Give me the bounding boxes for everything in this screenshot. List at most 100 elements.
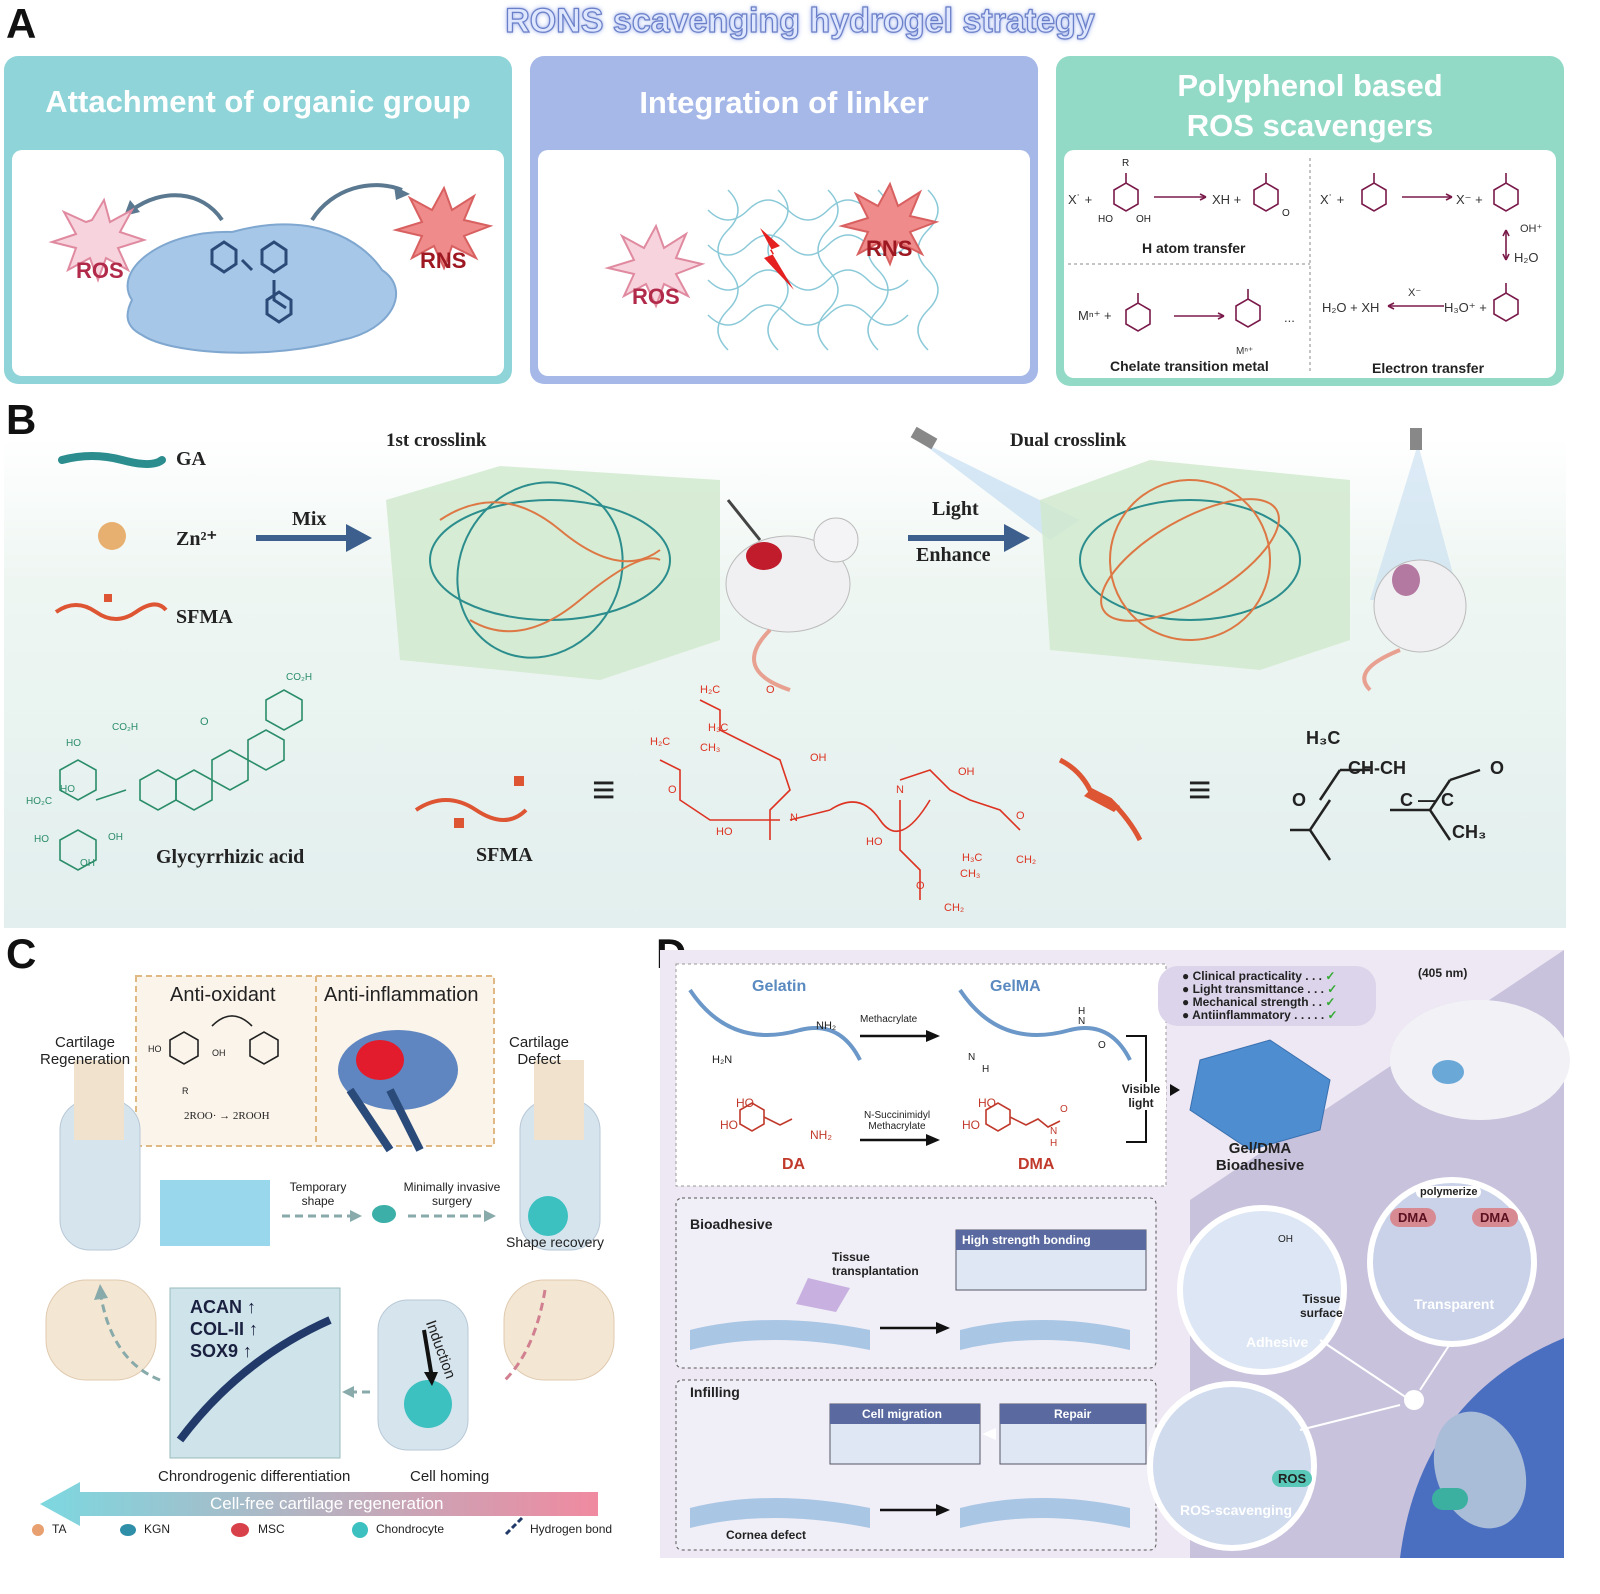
- metal-ion-chelated: Mⁿ⁺: [1236, 346, 1254, 357]
- dma-right-badge: DMA: [1472, 1208, 1518, 1227]
- infilling-label: Infilling: [690, 1384, 740, 1400]
- temp-line2: shape: [301, 1194, 335, 1208]
- sfma-structure-label: SFMA: [476, 844, 533, 866]
- x-radical-2: X˙ +: [1320, 192, 1345, 207]
- high-strength-bonding-label: High strength bonding: [962, 1233, 1091, 1247]
- nsucc-line1: N-Succinimidyl: [863, 1110, 931, 1121]
- rns-label: RNS: [420, 248, 467, 273]
- box-linker-title: Integration of linker: [639, 85, 929, 120]
- tissue-surface-line2: surface: [1300, 1306, 1343, 1320]
- sfma-h3c-1: H₃C: [708, 722, 729, 734]
- cartilage-defect-label: Cartilage Defect: [494, 1034, 584, 1068]
- gelatin-h2n: H₂N: [712, 1054, 733, 1066]
- box-attachment-body: ROS RNS: [12, 150, 504, 376]
- dual-crosslink-label: Dual crosslink: [1010, 430, 1127, 451]
- cart-regen-line2: Regeneration: [40, 1051, 131, 1068]
- chem-h3c: H₃C: [1306, 728, 1341, 748]
- chem-ch-ch: CH-CH: [1348, 758, 1406, 778]
- cart-regen-line1: Cartilage: [54, 1034, 116, 1051]
- da-ho-2: HO: [720, 1118, 738, 1132]
- cell-free-regeneration-label: Cell-free cartilage regeneration: [210, 1494, 444, 1513]
- sfma-n-1: N: [790, 812, 798, 824]
- methacrylate-label: Methacrylate: [860, 1014, 918, 1025]
- sfma-ho-1: HO: [716, 826, 733, 838]
- da-nh2: NH₂: [810, 1128, 832, 1142]
- adhesive-oh: OH: [1278, 1234, 1293, 1245]
- chem-o-left: O: [1292, 790, 1307, 810]
- glycyrrhizic-acid-label: Glycyrrhizic acid: [156, 846, 305, 868]
- organic-group-illustration: [48, 183, 494, 354]
- feature-item: ● Mechanical strength . . ✓: [1182, 995, 1336, 1009]
- glyc-ho-1: HO: [66, 738, 81, 749]
- gelma-n-1: N: [1078, 1016, 1086, 1027]
- dma-ho-2: HO: [962, 1118, 980, 1132]
- sfma-label: SFMA: [176, 606, 233, 628]
- box-attachment-title: Attachment of organic group: [45, 84, 471, 119]
- polyphenol-title-line1: Polyphenol based: [1177, 68, 1443, 103]
- glyc-ho-2: HO: [34, 834, 49, 845]
- shape-recovery-label: Shape recovery: [506, 1234, 605, 1250]
- legend-msc: MSC: [258, 1522, 285, 1536]
- glyc-co2h-mid: CO₂H: [112, 722, 139, 733]
- sfma-h2c-2: H₂C: [650, 736, 671, 748]
- sfma-ch3-2: CH₃: [960, 868, 981, 880]
- repair-label: Repair: [1054, 1407, 1092, 1421]
- gelma-n-2: N: [968, 1052, 976, 1063]
- dma-n: N: [1050, 1126, 1058, 1137]
- chem-ch3: CH₃: [1452, 822, 1487, 842]
- cell-migration-label: Cell migration: [862, 1407, 943, 1421]
- minimally-invasive-label: Minimally invasive surgery: [392, 1180, 512, 1208]
- chem-o-right: O: [1490, 758, 1505, 778]
- gel-dma-line1: Gel/DMA: [1228, 1140, 1292, 1157]
- glyc-hooc: HO₂C: [26, 796, 53, 807]
- x-radical: X˙ +: [1068, 192, 1093, 207]
- mis-line1: Minimally invasive: [403, 1180, 501, 1194]
- features-list: ● Clinical practicality . . . ✓ ● Light …: [1182, 970, 1338, 1022]
- tissue-surface-line1: Tissue: [1302, 1292, 1341, 1306]
- col-marker: COL-II ↑: [190, 1319, 258, 1339]
- panel-label-b: B: [6, 396, 37, 443]
- linker-network-illustration: [604, 181, 940, 351]
- anti-inflammation-label: Anti-inflammation: [324, 984, 479, 1006]
- h2o-label: H₂O: [1514, 250, 1539, 265]
- tissue-transplantation-label: Tissue transplantation: [832, 1250, 919, 1278]
- ros-badge: ROS: [1272, 1470, 1313, 1487]
- nsucc-line2: Methacrylate: [868, 1121, 926, 1132]
- gelma-o: O: [1098, 1040, 1106, 1051]
- xh-product: XH +: [1212, 192, 1242, 207]
- equivalence-sign-1: ≡: [592, 768, 616, 812]
- n-succinimidyl-label: N-Succinimidyl Methacrylate: [852, 1110, 942, 1132]
- da-label: DA: [782, 1156, 806, 1173]
- polyphenol-reactions: [1068, 158, 1519, 374]
- cart-def-line1: Cartilage: [508, 1034, 570, 1051]
- sfma-o-3: O: [1016, 810, 1025, 822]
- sfma-o-1: O: [766, 684, 775, 696]
- cell-homing-label: Cell homing: [410, 1468, 490, 1485]
- dma-label: DMA: [1018, 1156, 1055, 1173]
- visible-line2: light: [1128, 1096, 1154, 1110]
- o-group: O: [1282, 208, 1290, 219]
- dma-left-badge: DMA: [1390, 1208, 1436, 1227]
- ros-label: ROS: [76, 258, 124, 283]
- dma-ho-1: HO: [978, 1096, 996, 1110]
- legend-kgn: KGN: [144, 1522, 171, 1536]
- h3o-plus: H₃O⁺ +: [1444, 300, 1487, 315]
- gel-dma-label: Gel/DMA Bioadhesive: [1210, 1140, 1310, 1174]
- cart-def-line2: Defect: [517, 1051, 561, 1068]
- glyc-ho-3: HO: [60, 784, 75, 795]
- acan-marker: ACAN ↑: [190, 1297, 256, 1317]
- chelate-label: Chelate transition metal: [1110, 358, 1269, 374]
- anti-oxidant-label: Anti-oxidant: [170, 984, 276, 1006]
- gelma-label: GelMA: [990, 978, 1041, 995]
- x-minus: X⁻ +: [1456, 192, 1483, 207]
- box-attachment: Attachment of organic group ROS RNS: [4, 56, 512, 384]
- sfma-n-2: N: [896, 784, 904, 796]
- sfma-oh-2: OH: [958, 766, 975, 778]
- glyc-oh-2: OH: [80, 858, 95, 869]
- first-crosslink-label: 1st crosslink: [386, 430, 487, 451]
- gel-dma-line2: Bioadhesive: [1215, 1157, 1305, 1174]
- x-minus-2: X⁻: [1408, 287, 1422, 299]
